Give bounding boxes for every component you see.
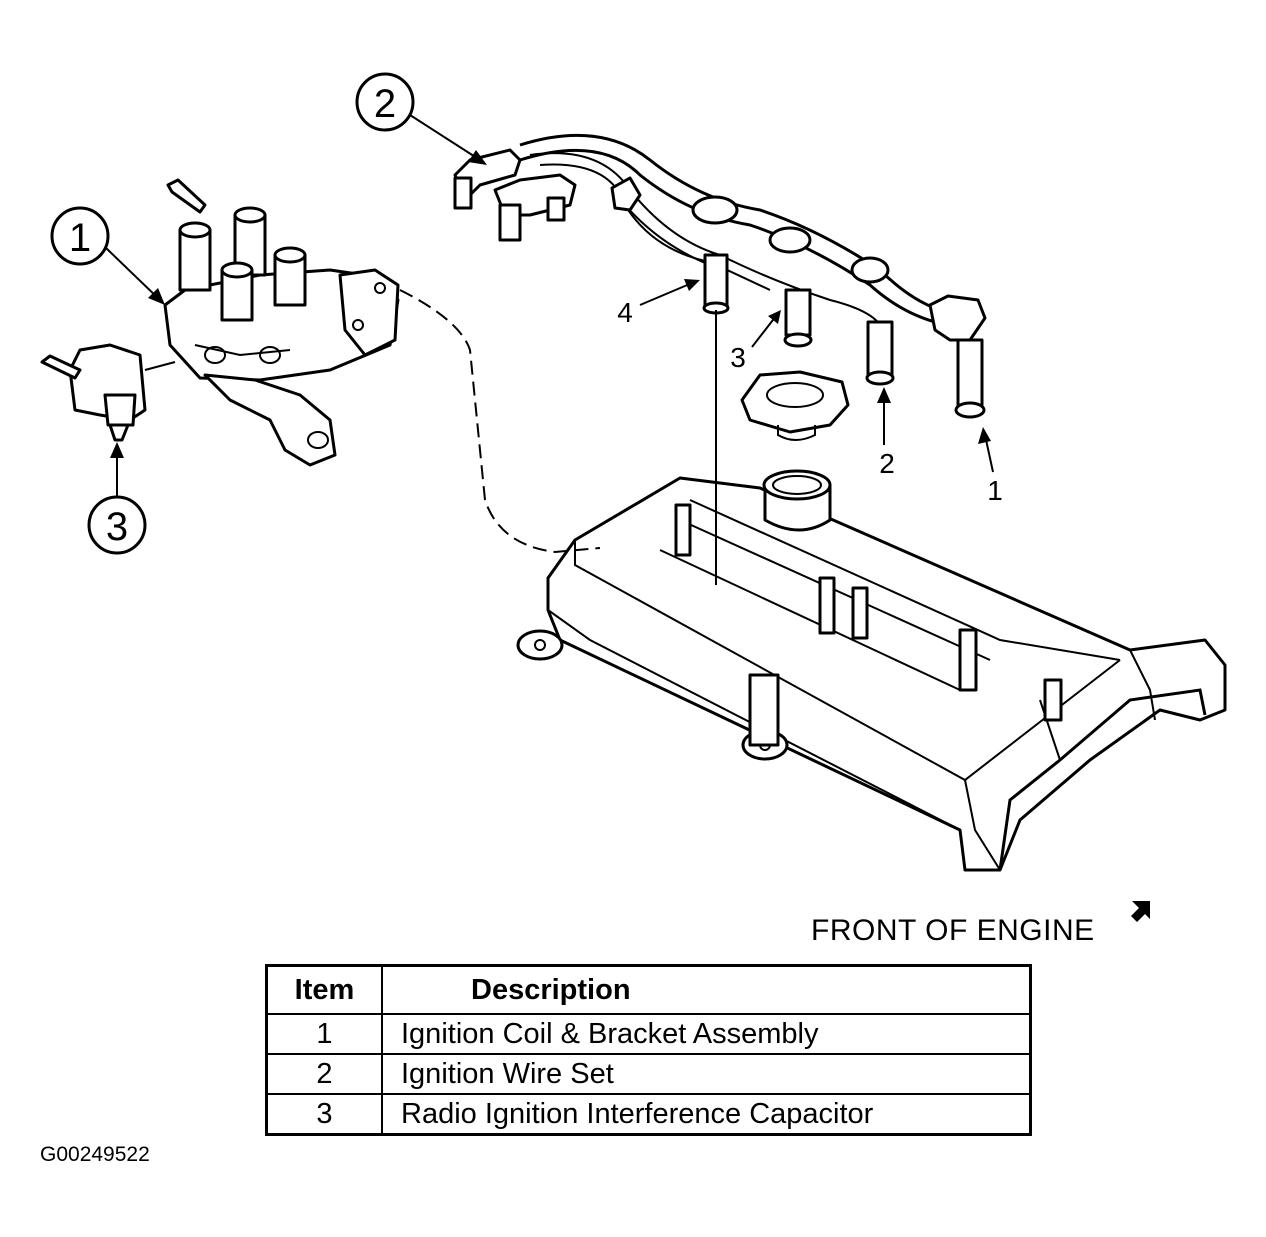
- oil-filler-cap: [740, 370, 850, 441]
- legend-item-description: Ignition Wire Set: [381, 1053, 1032, 1095]
- legend-item-number: 1: [265, 1013, 383, 1055]
- legend-table: Item Description 1 Ignition Coil & Brack…: [265, 964, 1032, 1136]
- legend-header-item: Item: [265, 964, 383, 1015]
- valve-cover: [516, 476, 1227, 872]
- oil-filler-neck: [762, 469, 832, 532]
- front-of-engine-label: FRONT OF ENGINE: [811, 914, 1095, 947]
- legend-row: 3 Radio Ignition Interference Capacitor: [265, 1093, 1032, 1136]
- callout-2-label: 2: [374, 82, 396, 126]
- wire-label-3: 3: [730, 342, 746, 373]
- legend-item-number: 3: [265, 1093, 383, 1136]
- legend-item-number: 2: [265, 1053, 383, 1095]
- front-direction-arrow-icon: [1131, 901, 1150, 922]
- callout-1: 1: [50, 206, 165, 305]
- ignition-wire-set: [453, 133, 987, 585]
- callout-1-label: 1: [69, 216, 91, 260]
- wire-label-2: 2: [879, 448, 895, 479]
- capacitor-lead: [399, 289, 601, 554]
- wire-labels: 4 3 2 1: [617, 279, 1003, 506]
- ignition-coil-bracket: [40, 178, 400, 467]
- legend-row: 2 Ignition Wire Set: [265, 1053, 1032, 1095]
- callout-2: 2: [355, 72, 487, 165]
- legend-row: 1 Ignition Coil & Bracket Assembly: [265, 1013, 1032, 1055]
- callout-3-label: 3: [106, 505, 128, 549]
- callout-3: 3: [87, 442, 147, 555]
- wire-label-4: 4: [617, 297, 633, 328]
- figure-id: G00249522: [40, 1143, 150, 1166]
- legend-item-description: Radio Ignition Interference Capacitor: [381, 1093, 1032, 1136]
- legend-header-description: Description: [381, 964, 1032, 1015]
- legend-item-description: Ignition Coil & Bracket Assembly: [381, 1013, 1032, 1055]
- legend-header-row: Item Description: [265, 964, 1032, 1015]
- wire-label-1: 1: [987, 475, 1003, 506]
